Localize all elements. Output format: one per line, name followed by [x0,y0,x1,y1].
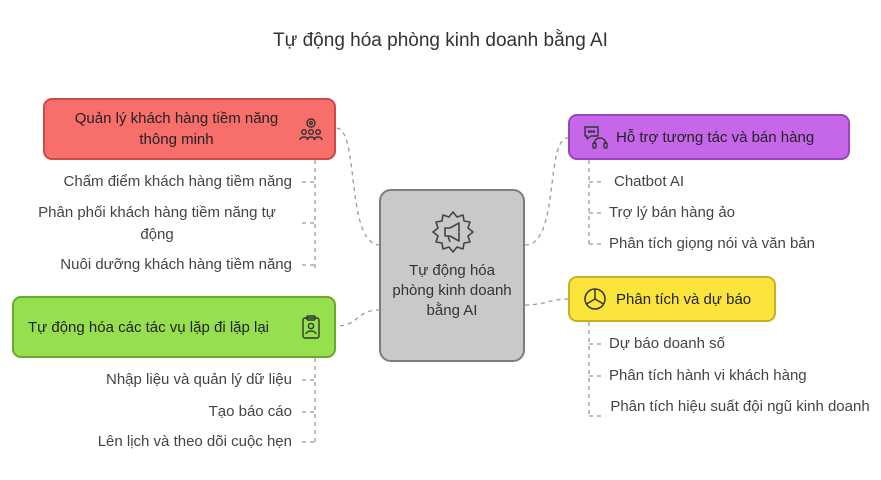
people-gear-icon [299,118,323,141]
branch-analysis-forecast: Phân tích và dự báo [568,276,776,322]
leaf-item: Dự báo doanh số [609,335,725,352]
branch-label: Hỗ trợ tương tác và bán hàng [616,128,815,146]
leaf-item: Chấm điểm khách hàng tiềm năng [63,173,292,190]
leaf-item: Phân phối khách hàng tiềm năng tự động [38,204,276,243]
leaf-item: Nuôi dưỡng khách hàng tiềm năng [60,256,292,273]
leaf-item: Phân tích hành vi khách hàng [609,367,807,384]
leaf-item: Trợ lý bán hàng ảo [609,204,736,221]
branch-label: Quản lý khách hàng tiềm năng thông minh [74,110,279,148]
leaf-item: Lên lịch và theo dõi cuộc hẹn [97,433,292,450]
diagram-title: Tự động hóa phòng kinh doanh bằng AI [273,30,608,51]
megaphone-gear-icon [432,211,474,253]
leaf-item: Phân tích giọng nói và văn bản [609,235,815,252]
branch-lead-management: Quản lý khách hàng tiềm năng thông minh [43,98,336,160]
chat-headset-icon [584,126,608,149]
center-node: Tự động hóa phòng kinh doanh bằng AI [379,189,525,362]
leaf-item: Chatbot AI [614,173,685,190]
pie-chart-icon [584,288,606,310]
center-label: Tự động hóa phòng kinh doanh bằng AI [392,262,512,319]
leaf-item: Nhập liệu và quản lý dữ liệu [106,371,292,388]
branch-label: Phân tích và dự báo [616,290,752,308]
leaf-item: Tạo báo cáo [208,403,292,420]
branch-label: Tự động hóa các tác vụ lặp đi lặp lại [28,318,270,336]
leaf-item: Phân tích hiệu suất đội ngũ kinh doanh [610,398,870,415]
branch-sales-support: Hỗ trợ tương tác và bán hàng [568,114,850,160]
clipboard-person-icon [302,315,320,339]
branch-task-automation: Tự động hóa các tác vụ lặp đi lặp lại [12,296,336,358]
